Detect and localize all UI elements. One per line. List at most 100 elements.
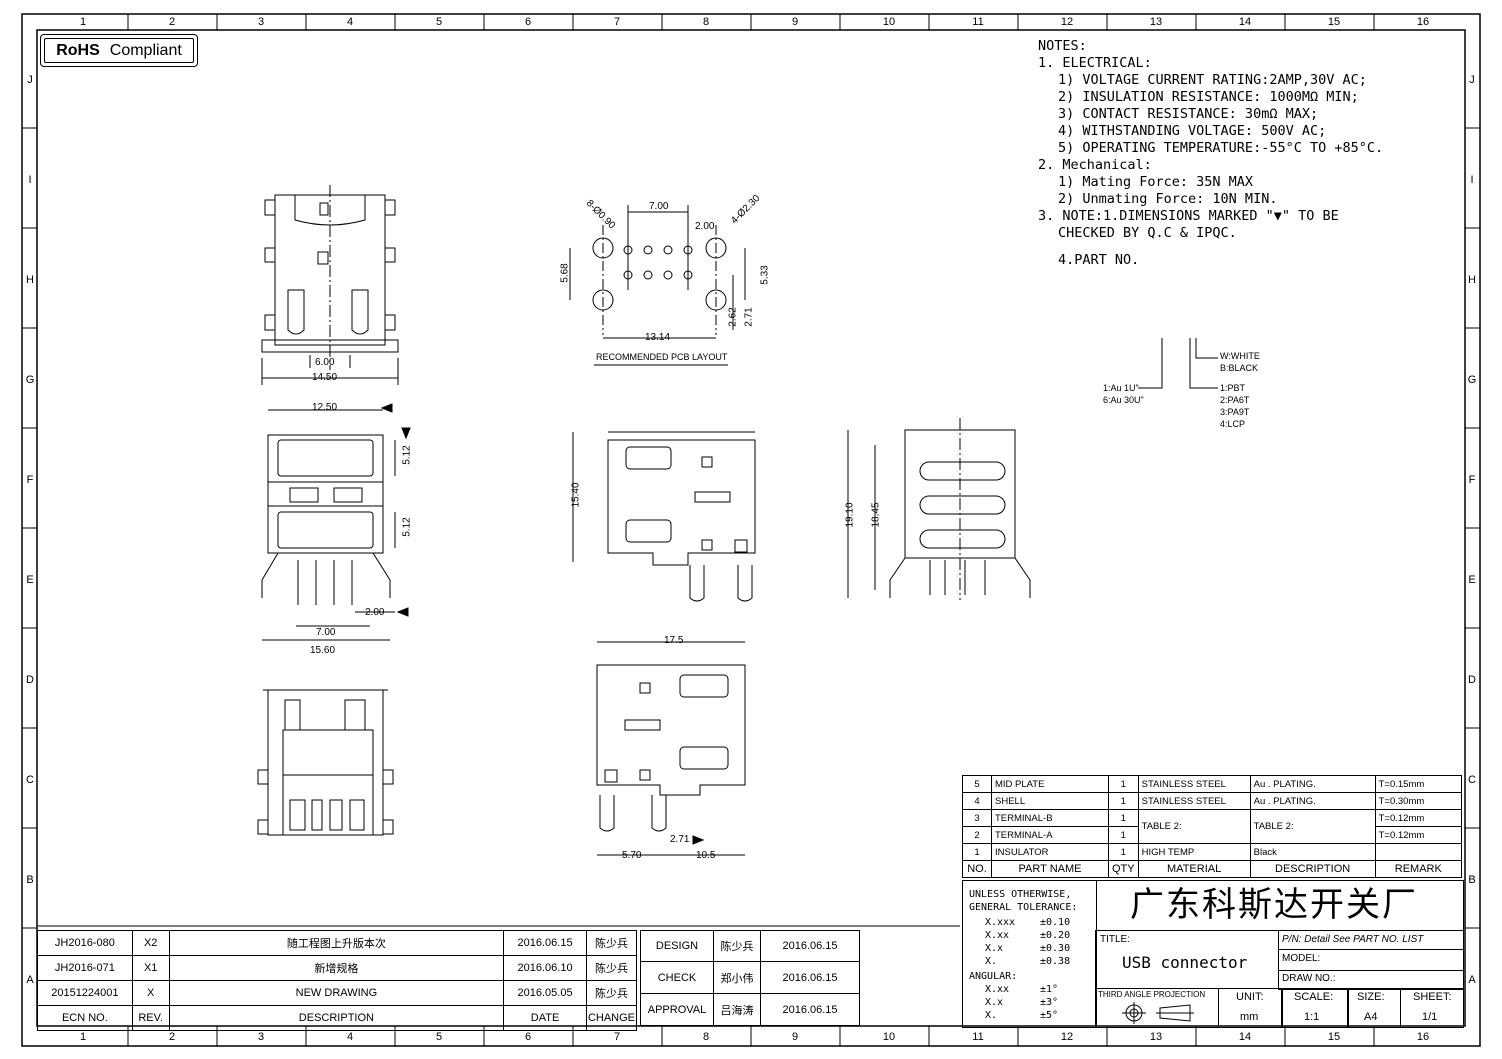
- grid-letter: E: [26, 574, 34, 586]
- note-part-no: 4.PART NO.: [1058, 252, 1140, 268]
- dim-label: 19.10: [844, 502, 856, 528]
- note-line: CHECKED BY Q.C & IPQC.: [1058, 225, 1237, 241]
- part-code: 6:Au 30U": [1103, 395, 1144, 405]
- unit-value: mm: [1240, 1011, 1259, 1023]
- grid-number: 6: [524, 16, 532, 28]
- note-line: 5) OPERATING TEMPERATURE:-55°C TO +85°C.: [1058, 140, 1384, 156]
- grid-letter: G: [25, 374, 35, 386]
- grid-number: 3: [257, 16, 265, 28]
- bom-qty: 1: [1108, 792, 1139, 810]
- grid-number: 14: [1238, 1031, 1252, 1043]
- bom-name: MID PLATE: [991, 775, 1109, 793]
- dim-label: 6.00: [315, 357, 335, 368]
- scale-value: 1:1: [1304, 1011, 1320, 1023]
- grid-number: 16: [1416, 16, 1430, 28]
- grid-ticks: [22, 14, 1480, 1046]
- grid-number: 13: [1149, 1031, 1163, 1043]
- grid-number: 5: [435, 16, 443, 28]
- bom-row: 2 TERMINAL-A 1 T=0.12mm: [962, 826, 1463, 844]
- grid-letter: H: [26, 274, 34, 286]
- bom-name: TERMINAL-B: [991, 809, 1109, 827]
- revision-table: JH2016-080 X2 随工程图上升版本次 2016.06.15 陈少兵 J…: [37, 930, 638, 1031]
- rev-date: 2016.05.05: [503, 980, 587, 1006]
- bom-material: TABLE 2:: [1137, 809, 1251, 844]
- part-code: 3:PA9T: [1220, 407, 1250, 417]
- bom-row: 3 TERMINAL-B 1 TABLE 2: TABLE 2: T=0.12m…: [962, 809, 1463, 844]
- company-name: 广东科斯达开关厂: [1130, 885, 1418, 925]
- unit-cell: [1218, 988, 1283, 1028]
- bom-desc: Au . PLATING.: [1249, 775, 1376, 793]
- grid-letter: B: [26, 874, 34, 886]
- rev-code: X2: [131, 930, 170, 956]
- grid-number: 13: [1149, 16, 1163, 28]
- bom-remark: T=0.12mm: [1374, 826, 1463, 844]
- dim-label: 2.00: [365, 607, 385, 618]
- bom-remark: [1374, 843, 1463, 861]
- dim-label: 5.12: [401, 445, 413, 465]
- side-view: [572, 431, 756, 602]
- grid-number: 11: [972, 16, 984, 28]
- projection-label: THIRD ANGLE PROJECTION: [1098, 990, 1206, 999]
- rev-ecn: JH2016-071: [37, 955, 133, 981]
- bom-desc: Black: [1249, 843, 1376, 861]
- grid-number: 9: [791, 16, 799, 28]
- tol-key: X.x: [985, 997, 1004, 1008]
- grid-letter: E: [1468, 574, 1476, 586]
- grid-letter: I: [1470, 174, 1474, 186]
- dim-label: 10.5: [696, 850, 716, 861]
- bottom-view: [257, 689, 394, 836]
- bom-no: 2: [962, 826, 992, 844]
- dim-label: 14.50: [312, 372, 338, 383]
- projection-symbol-icon: [1122, 1002, 1194, 1024]
- bom-material: STAINLESS STEEL: [1137, 792, 1251, 810]
- grid-number: 10: [882, 1031, 896, 1043]
- notes-mechanical: 2. Mechanical:: [1038, 157, 1152, 173]
- note-line: 2) INSULATION RESISTANCE: 1000MΩ MIN;: [1058, 89, 1359, 105]
- approval-name: 陈少兵: [713, 930, 761, 962]
- tol-key: X.: [985, 956, 998, 967]
- grid-letter: F: [26, 474, 34, 486]
- grid-number: 12: [1060, 16, 1074, 28]
- bom-row: 1 INSULATOR 1 HIGH TEMP Black: [962, 843, 1463, 861]
- notes-title: NOTES:: [1038, 38, 1087, 54]
- bom-qty: 1: [1108, 843, 1139, 861]
- grid-number: 3: [257, 1031, 265, 1043]
- note-line: 4) WITHSTANDING VOLTAGE: 500V AC;: [1058, 123, 1327, 139]
- tol-key: X.xx: [985, 930, 1010, 941]
- approval-table: DESIGN 陈少兵 2016.06.15 CHECK 郑小伟 2016.06.…: [640, 930, 860, 1026]
- tol-key: X.xxx: [985, 917, 1016, 928]
- dim-label: 15.40: [570, 482, 582, 508]
- bom-remark: T=0.15mm: [1374, 775, 1463, 793]
- rev-ecn: 20151224001: [37, 980, 133, 1006]
- sheet-value: 1/1: [1422, 1011, 1438, 1023]
- rohs-badge: RoHS Compliant: [40, 34, 198, 67]
- dim-label: 2.71: [743, 307, 755, 327]
- grid-number: 7: [613, 16, 621, 28]
- note-line: 2) Unmating Force: 10N MIN.: [1058, 191, 1278, 207]
- dim-label: 5.33: [759, 265, 771, 285]
- bom-header-desc: DESCRIPTION: [1249, 860, 1376, 878]
- grid-number: 14: [1238, 16, 1252, 28]
- revision-row: JH2016-071 X1 新增规格 2016.06.10 陈少兵: [37, 955, 638, 981]
- grid-letter: J: [27, 74, 33, 86]
- grid-number: 4: [346, 16, 354, 28]
- bom-header-remark: REMARK: [1374, 860, 1463, 878]
- grid-letter: H: [1468, 274, 1476, 286]
- dim-label: 2.62: [727, 307, 739, 327]
- bom-desc: Au . PLATING.: [1249, 792, 1376, 810]
- grid-letter: A: [1468, 974, 1476, 986]
- front-view-stacked: [261, 403, 411, 641]
- rohs-compliant-label: Compliant: [109, 41, 182, 59]
- tol-val: ±0.20: [1040, 930, 1071, 941]
- tol-val: ±0.30: [1040, 943, 1071, 954]
- dim-label: 7.00: [649, 201, 669, 212]
- bom-header-name: PART NAME: [991, 860, 1109, 878]
- size-value: A4: [1364, 1011, 1378, 1023]
- approval-name: 吕海涛: [713, 993, 761, 1026]
- approval-row: CHECK 郑小伟 2016.06.15: [640, 961, 860, 994]
- approval-row: APPROVAL 吕海涛 2016.06.15: [640, 993, 860, 1026]
- approval-name: 郑小伟: [713, 961, 761, 994]
- rev-change: 陈少兵: [585, 955, 638, 981]
- grid-number: 4: [346, 1031, 354, 1043]
- notes-electrical: 1. ELECTRICAL:: [1038, 55, 1152, 71]
